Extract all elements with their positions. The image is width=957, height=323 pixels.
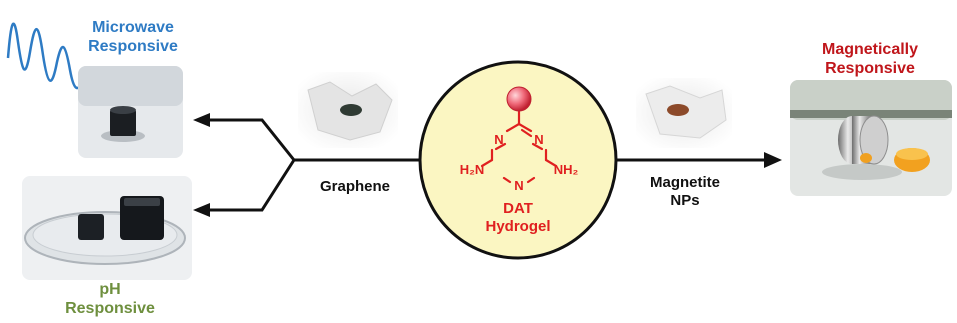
arrow-head-microwave xyxy=(193,113,210,127)
dat-label-line1: DAT xyxy=(503,200,533,217)
microwave-responsive-label: Microwave Responsive xyxy=(78,18,188,56)
microwave-photo xyxy=(78,66,183,158)
ph-label-line1: pH xyxy=(99,281,121,298)
dat-label-line2: Hydrogel xyxy=(485,218,551,235)
microwave-wave-icon xyxy=(6,22,86,90)
magnetite-nps-label: Magnetite NPs xyxy=(630,174,740,210)
magnetic-label-line2: Responsive xyxy=(825,60,915,78)
ligand-ball-icon xyxy=(506,86,532,112)
magnetic-label-line1: Magnetically xyxy=(821,41,919,58)
microwave-label-line1: Microwave xyxy=(92,19,174,36)
dat-hydrogel-circle xyxy=(418,60,618,260)
dat-hydrogel-label: DAT Hydrogel xyxy=(468,200,568,236)
ring-n-bottom: N xyxy=(514,178,524,193)
ph-photo xyxy=(22,176,192,280)
ring-n-left: N xyxy=(494,132,504,147)
ph-responsive-label: pH Responsive xyxy=(55,280,165,318)
magnetite-label-line2: NPs xyxy=(670,192,700,209)
graphene-branch xyxy=(206,118,420,212)
graphene-photo xyxy=(298,72,398,148)
magnetite-photo xyxy=(636,78,732,148)
microwave-label-line2: Responsive xyxy=(88,38,178,56)
magnet-photo xyxy=(790,80,952,196)
magnetically-responsive-label: Magnetically Responsive xyxy=(800,40,940,78)
amine-right: NH₂ xyxy=(553,162,579,177)
magnetite-label-line1: Magnetite xyxy=(649,174,720,191)
ph-label-line2: Responsive xyxy=(65,300,155,318)
arrow-head-ph xyxy=(193,203,210,217)
triazine-molecule xyxy=(480,108,558,184)
arrow-head-magnetic xyxy=(764,152,782,168)
amine-left: H₂N xyxy=(459,162,485,177)
ring-n-right: N xyxy=(534,132,544,147)
graphene-label: Graphene xyxy=(319,178,391,195)
